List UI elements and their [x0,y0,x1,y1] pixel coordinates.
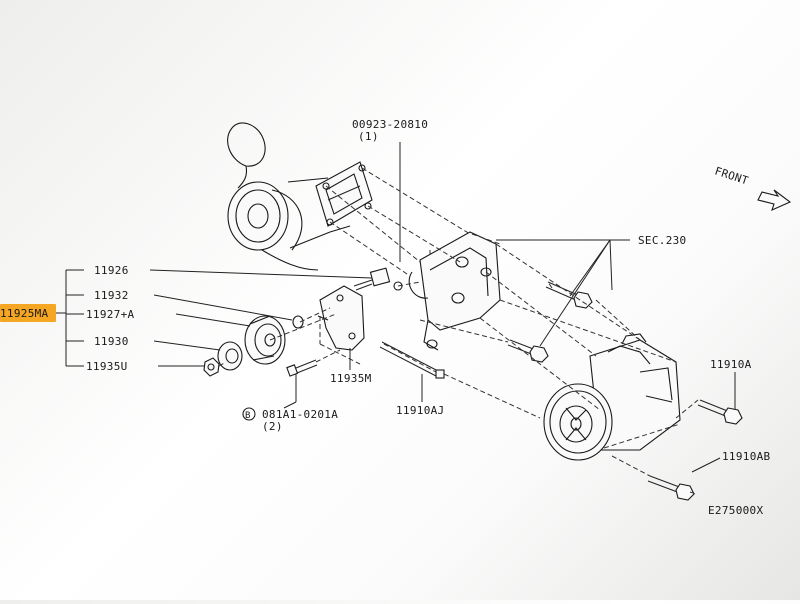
b-circle-letter: B [245,411,251,421]
ac-compressor-drawing [543,333,681,461]
compressor-bracket-drawing [408,231,501,351]
part-label-11910a[interactable]: 11910A [710,358,752,371]
part-label-11925ma[interactable]: 11925MA [0,307,49,320]
assembly-guide-lines [218,167,699,495]
part-qty-00923: (1) [358,130,379,143]
bolt-11910ab-drawing [647,475,695,501]
adjust-bolt-drawing [379,341,445,379]
spacer-washer-drawing [217,341,243,371]
section-ref-label[interactable]: SEC.230 [638,234,686,247]
front-label: FRONT [713,164,750,187]
part-label-11927a[interactable]: 11927+A [86,308,135,321]
compressor-bolt-upper-drawing [545,281,593,309]
part-label-11935m[interactable]: 11935M [330,372,372,385]
tensioner-bolt-drawing [353,267,403,291]
idler-bracket-drawing [317,285,365,351]
diagram-reference-code: E275000X [708,504,763,517]
part-label-00923[interactable]: 00923-20810 [352,118,428,131]
washer-11932-drawing [292,315,304,329]
bolt-081a1-drawing [286,359,318,377]
crank-pulley-drawing [227,122,351,271]
front-arrow-icon [757,189,792,212]
part-label-11910ab[interactable]: 11910AB [722,450,771,463]
part-label-11910aj[interactable]: 11910AJ [396,404,444,417]
part-label-081a1[interactable]: 081A1-0201A [262,408,338,421]
engine-bracket-plate [315,161,373,227]
highlighted-part-marker [0,304,56,322]
part-qty-081a1: (2) [262,420,283,433]
part-label-11930[interactable]: 11930 [94,335,129,348]
part-label-11935u[interactable]: 11935U [86,360,128,373]
idler-pulley-drawing [244,315,286,365]
bolt-11910a-drawing [697,399,743,425]
part-label-11926[interactable]: 11926 [94,264,129,277]
part-label-11932[interactable]: 11932 [94,289,129,302]
b-circle-icon [242,407,256,421]
nut-drawing [203,357,220,377]
leader-lines [56,142,736,473]
